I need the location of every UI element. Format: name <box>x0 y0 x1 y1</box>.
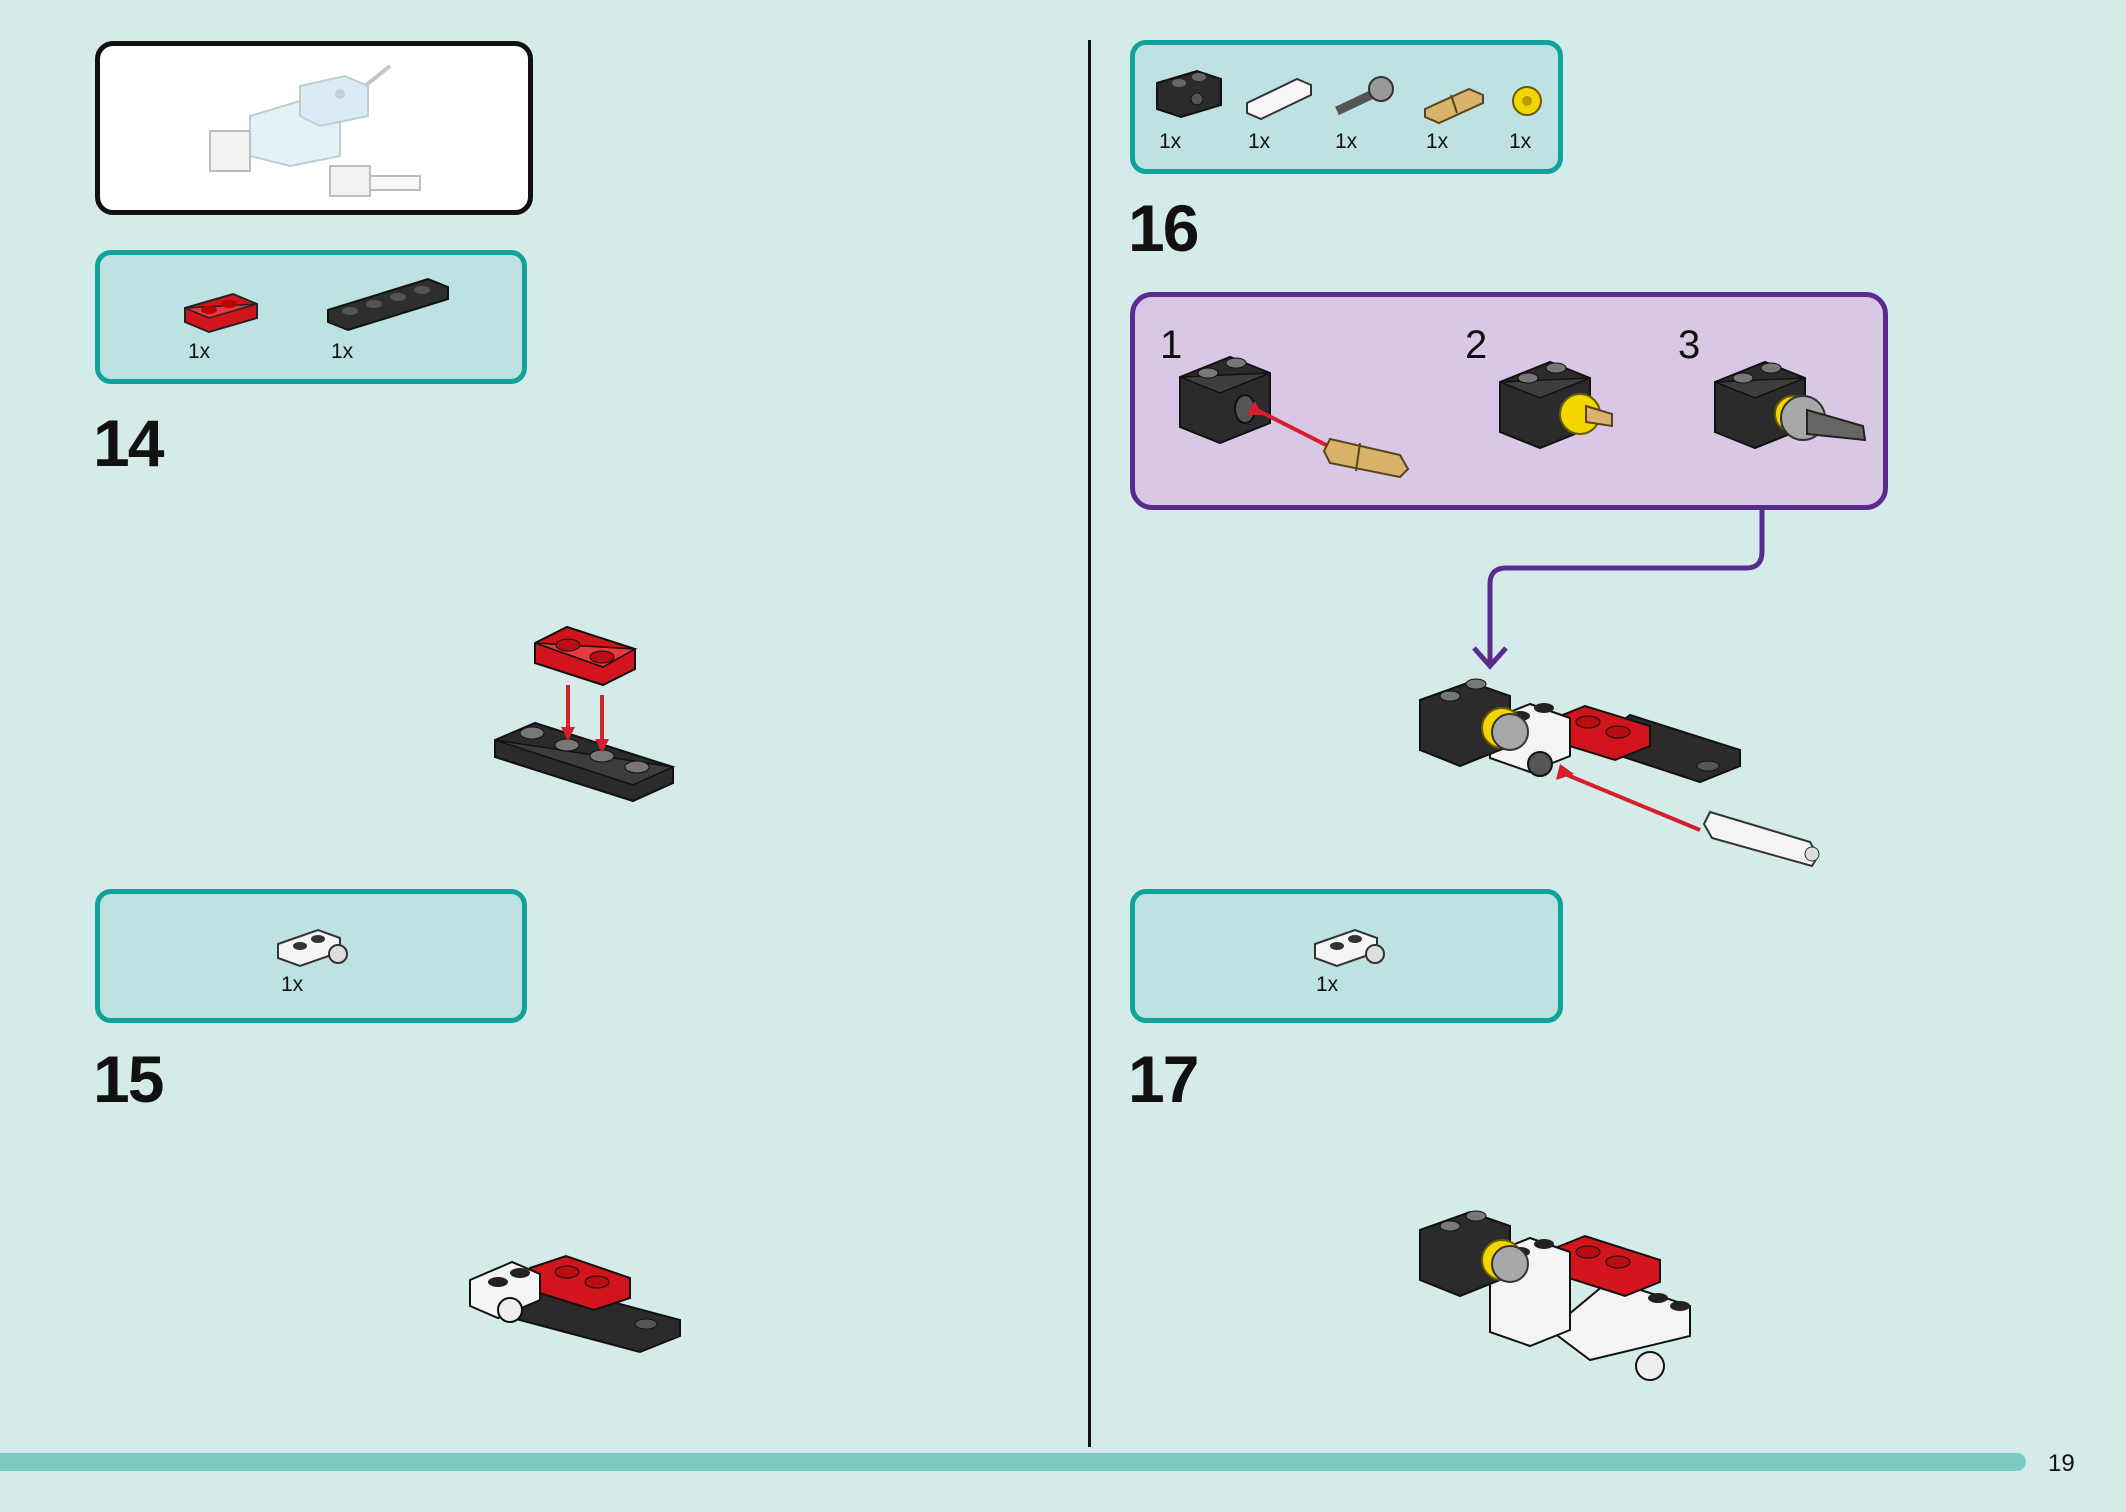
substep-connector-arrow <box>1472 508 1765 670</box>
part-qty: 1x <box>1316 973 1339 996</box>
step-14-build-icon <box>494 625 676 803</box>
footer-bar <box>0 1453 2026 1471</box>
substep-2-icon <box>1499 360 1613 450</box>
white-axle-connector-icon <box>1246 77 1312 121</box>
tan-axle-pin-icon <box>1424 87 1484 125</box>
parts-box-step-15: 1x <box>95 889 527 1023</box>
model-preview-icon <box>209 64 421 197</box>
step-number-14: 14 <box>93 406 164 480</box>
part-qty: 1x <box>281 973 304 996</box>
red-plate-1x2-icon <box>184 292 258 334</box>
part-qty: 1x <box>1159 130 1182 153</box>
step-17-build-icon <box>1419 1210 1691 1381</box>
model-preview-box <box>95 41 533 215</box>
page-number: 19 <box>2048 1450 2075 1477</box>
part-qty: 1x <box>1335 130 1358 153</box>
step-number-17: 17 <box>1128 1042 1199 1116</box>
part-qty: 1x <box>188 340 211 363</box>
gray-axle-with-stop-icon <box>1335 76 1394 116</box>
substep-box: 1 2 3 <box>1130 292 1888 510</box>
step-16-build-icon <box>1419 678 1820 868</box>
white-plate-with-pin-hole-icon <box>1314 928 1385 968</box>
black-plate-1x4-icon <box>327 277 449 332</box>
yellow-bushing-icon <box>1512 86 1542 116</box>
part-qty: 1x <box>1426 130 1449 153</box>
substep-number: 1 <box>1160 323 1183 367</box>
substep-number: 2 <box>1465 323 1488 367</box>
parts-box-step-14: 1x 1x <box>95 250 527 384</box>
part-qty: 1x <box>331 340 354 363</box>
step-number-15: 15 <box>93 1042 164 1116</box>
substep-3-icon <box>1714 360 1867 450</box>
parts-box-step-16: 1x 1x 1x 1x 1x <box>1130 40 1563 174</box>
black-technic-brick-icon <box>1156 69 1222 119</box>
parts-box-step-17: 1x <box>1130 889 1563 1023</box>
substep-number: 3 <box>1678 323 1701 367</box>
part-qty: 1x <box>1509 130 1532 153</box>
part-qty: 1x <box>1248 130 1271 153</box>
page-divider <box>1088 40 1091 1447</box>
step-number-16: 16 <box>1128 191 1199 265</box>
white-plate-with-pin-hole-icon <box>277 928 348 968</box>
step-15-build-icon <box>469 1254 681 1354</box>
substep-1-icon <box>1179 355 1410 479</box>
